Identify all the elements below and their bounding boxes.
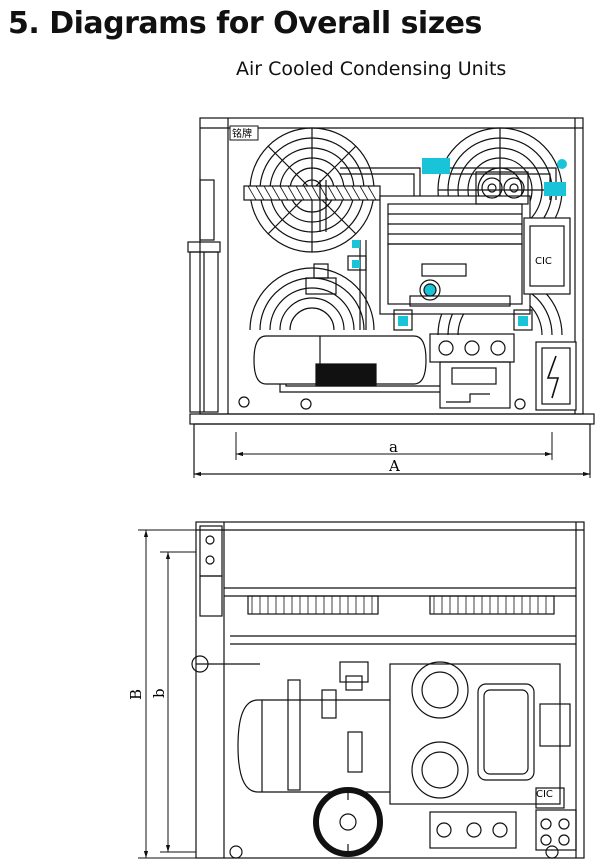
diagram-subtitle: Air Cooled Condensing Units [236,58,507,80]
fan-guard-lower-left [249,267,375,331]
fan-coil-left [247,595,379,615]
cic-label-top: CIC [536,789,553,800]
front-base [189,413,595,425]
dim-label-B: B [127,689,145,700]
top-frame [195,521,585,859]
compressor-top [389,661,571,805]
coil-band [243,185,381,201]
dim-label-b: b [150,688,168,698]
top-view [191,521,585,859]
liquid-receiver [253,335,427,387]
page-heading: 5. Diagrams for Overall sizes [8,6,482,41]
electrical-box [535,341,577,411]
fan-coil-right [429,595,555,615]
wheel [313,787,383,857]
front-view [187,117,595,475]
compressor [379,195,531,315]
front-dimensions [193,432,591,478]
cic-module-front [523,217,571,295]
cic-label-front: CIC [535,256,552,267]
nameplate-label: 铭牌 [232,127,252,140]
dim-label-a: a [389,438,398,456]
top-dimensions [138,529,196,859]
dim-label-A: A [388,457,400,475]
front-highlights [352,158,567,326]
